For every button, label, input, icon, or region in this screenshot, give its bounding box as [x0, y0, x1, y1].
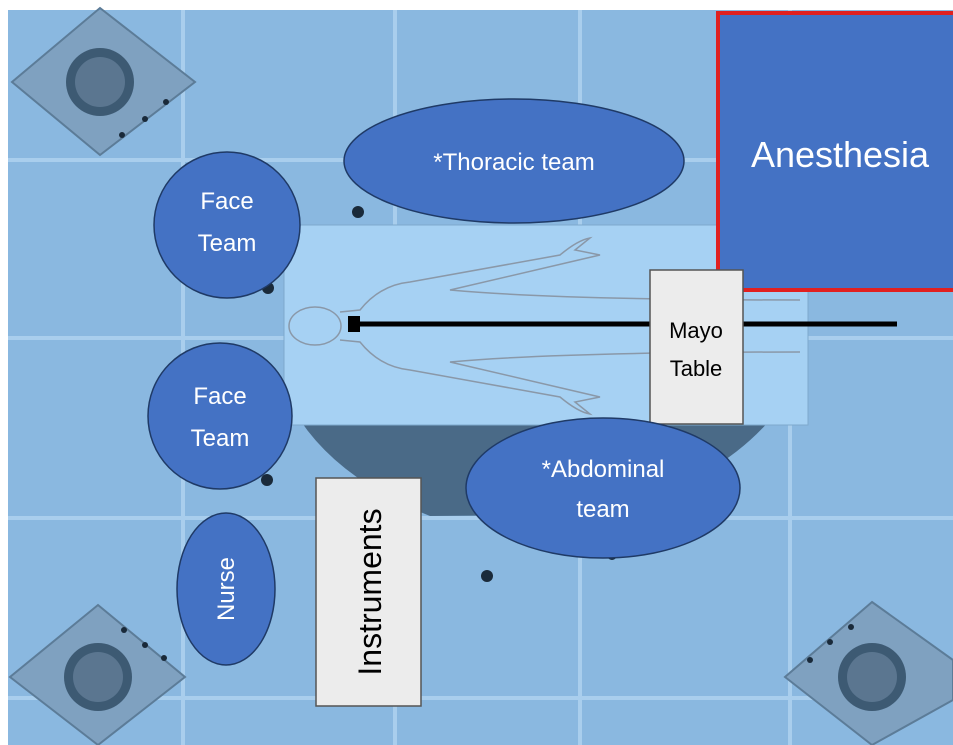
- abdominal-team-label-line1: *Abdominal: [542, 456, 665, 483]
- ceiling-light-bottom-left: [8, 603, 187, 745]
- face-team-bottom-label-line2: Team: [191, 425, 250, 452]
- bar-end-marker: [348, 316, 360, 332]
- face-team-bottom-label-line1: Face: [193, 383, 246, 410]
- thoracic-team: [343, 98, 685, 224]
- face-team-top-label-line2: Team: [198, 230, 257, 257]
- anesthesia-station: [716, 11, 953, 292]
- instruments-table: [315, 477, 422, 707]
- abdominal-team: [465, 417, 741, 559]
- nurse-label: Nurse: [213, 557, 240, 621]
- face-team-top-label-line1: Face: [200, 188, 253, 215]
- instruments-label: Instruments: [352, 508, 388, 675]
- mayo-table-label-line2: Table: [670, 356, 723, 381]
- nurse: [176, 512, 276, 666]
- mayo-table-label-line1: Mayo: [669, 318, 723, 343]
- ceiling-light-top-left: [10, 6, 197, 157]
- face-team-top: [153, 151, 301, 299]
- mayo-table: [649, 269, 744, 425]
- abdominal-team-label-line2: team: [576, 496, 629, 523]
- anesthesia-label: Anesthesia: [751, 134, 930, 175]
- thoracic-team-label: *Thoracic team: [433, 149, 594, 176]
- face-team-bottom: [147, 342, 293, 490]
- ceiling-light-bottom-right: [783, 600, 953, 745]
- patient-outline: [288, 236, 801, 416]
